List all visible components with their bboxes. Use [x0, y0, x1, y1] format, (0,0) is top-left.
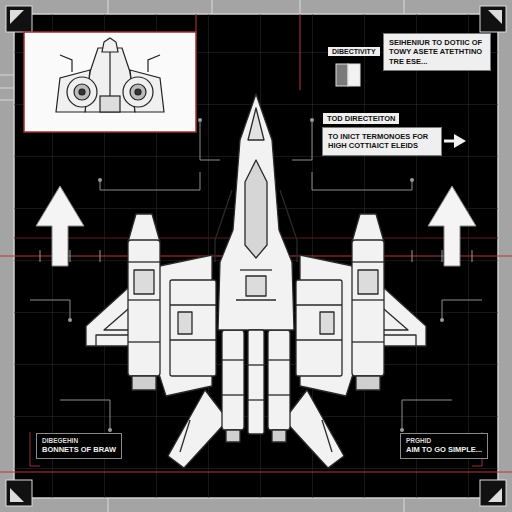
brackets — [30, 432, 482, 466]
body-text: AIM TO GO SIMPLE... — [406, 445, 482, 454]
body-text: TO INICT TERMONOES FOR HIGH COTTIAICT EL… — [328, 132, 436, 151]
note-box: SEIHENIUR TO DOTIIC OF TOWY ASETE ATETHT… — [383, 33, 491, 71]
heading-text: DIBEGEHIN — [42, 437, 116, 445]
callout-box: TOD DIRECTEITONTO INICT TERMONOES FOR HI… — [322, 127, 442, 156]
pointer-arrow-head — [454, 134, 466, 148]
tag-label: DIBECTIVITY — [328, 47, 380, 56]
corner-note: PRGHIDAIM TO GO SIMPLE... — [400, 433, 488, 459]
heading-text: PRGHID — [406, 437, 482, 445]
up-arrow — [36, 186, 84, 266]
front-view-inset — [24, 32, 196, 132]
heading-text: TOD DIRECTEITON — [323, 113, 399, 124]
body-text: SEIHENIUR TO DOTIIC OF TOWY ASETE ATETHT… — [389, 38, 485, 66]
corner-note: DIBEGEHINBONNETS OF BRAW — [36, 433, 122, 459]
red-guides — [0, 14, 512, 472]
body-text: BONNETS OF BRAW — [42, 445, 116, 454]
corner-marks — [6, 6, 506, 506]
swatch — [336, 64, 360, 86]
up-arrow — [428, 186, 476, 266]
